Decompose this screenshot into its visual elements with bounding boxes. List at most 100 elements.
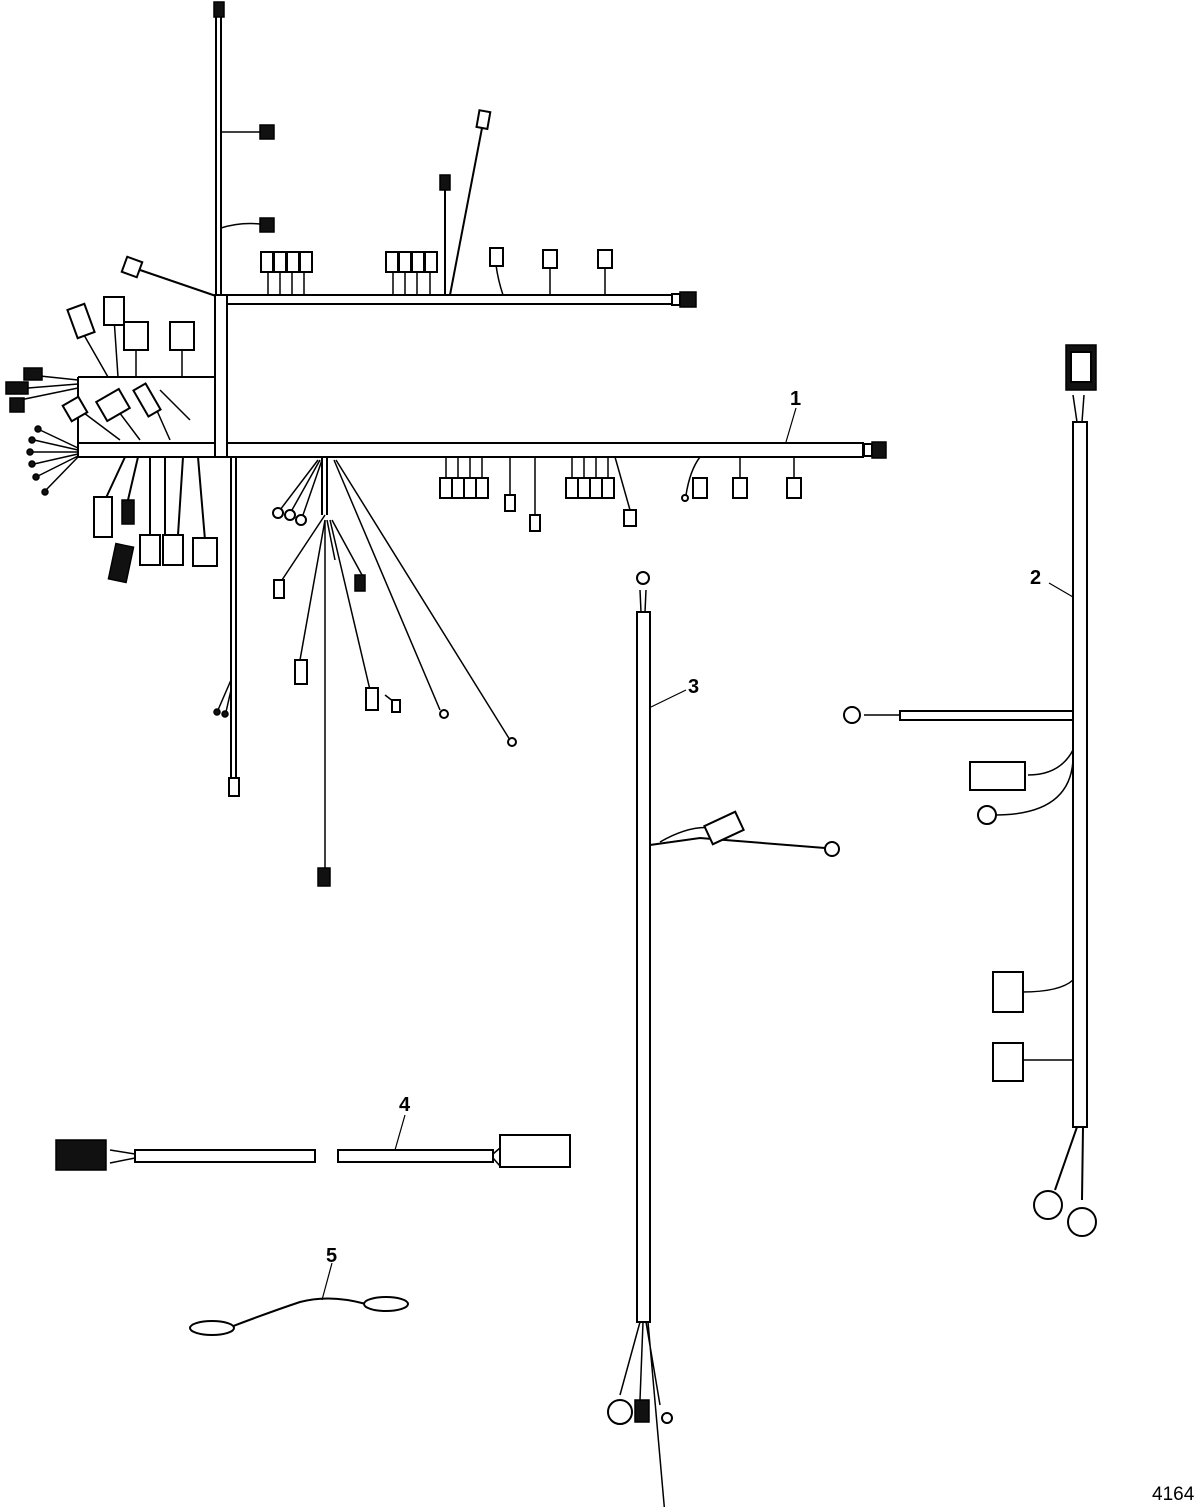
- harness-1-far-left-connector-3: [9, 397, 25, 413]
- harness-1-lower-drop-connector-3: [139, 534, 161, 566]
- harness-2-square-connector-1: [992, 971, 1024, 1013]
- callout-4-leader: [394, 1114, 406, 1151]
- harness-2-ring-terminal-1: [843, 706, 861, 724]
- harness-1-top-tap-2: [220, 222, 261, 229]
- harness-1-top-lead-connector: [213, 1, 225, 18]
- harness-1-upper-drop-1: [495, 264, 504, 296]
- harness-3-main-sheath: [636, 611, 651, 1323]
- harness-1-spine: [214, 294, 228, 458]
- harness-2-tap-lead-2: [994, 759, 1074, 816]
- harness-2-ring-terminal-2: [977, 805, 997, 825]
- callout-3-leader: [650, 689, 687, 708]
- harness-1-main-trunk: [77, 442, 864, 458]
- callout-5: 5: [326, 1245, 337, 1267]
- harness-2-top-leads: [1072, 394, 1085, 423]
- harness-3-top-ring: [636, 571, 650, 585]
- harness-4-right-leads: [492, 1147, 501, 1167]
- harness-1-inner-loop-connector-3: [132, 382, 162, 418]
- harness-1-central-fan: [272, 457, 517, 887]
- harness-1-lower-drop-connector-6: [107, 542, 135, 584]
- harness-3-bottom-ring-1: [607, 1399, 633, 1425]
- harness-1-angled-lead: [139, 269, 217, 297]
- callout-2: 2: [1030, 567, 1041, 589]
- harness-1-tall-lead-b: [449, 127, 483, 296]
- harness-4-right-segment: [337, 1149, 494, 1163]
- harness-1-trunk-end-connector: [863, 443, 873, 457]
- harness-1-top-tap-1-connector: [259, 124, 275, 140]
- harness-1-left-cluster-connector-3: [123, 321, 149, 351]
- harness-2-main-sheath: [1072, 421, 1088, 1128]
- harness-1-inner-loop-connector-2: [94, 387, 132, 423]
- harness-3-side-connector: [703, 810, 745, 846]
- harness-2-bottom-ring-1: [1033, 1190, 1063, 1220]
- harness-1-left-vertical-drop: [230, 457, 237, 778]
- harness-1-upper-branch-plug: [679, 291, 697, 308]
- harness-2: [843, 344, 1097, 1237]
- harness-3-bottom-connector: [634, 1399, 650, 1423]
- harness-1-lower-right-drops: [439, 456, 802, 532]
- harness-1-left-cluster-connector-1: [66, 302, 96, 340]
- harness-1-angled-lead-connector: [120, 255, 144, 279]
- harness-1: [5, 1, 887, 887]
- harness-3-bottom-ring-2: [661, 1412, 673, 1424]
- harness-5-left-terminal: [189, 1320, 235, 1336]
- harness-2-square-connector-2: [992, 1042, 1024, 1082]
- harness-1-left-cluster-connector-2: [103, 296, 125, 326]
- harness-1-left-cluster-leads: [83, 317, 183, 378]
- harness-3-side-ring: [824, 841, 840, 857]
- harness-1-left-vertical-taps: [217, 679, 232, 713]
- callout-4: 4: [399, 1094, 411, 1116]
- harness-1-upper-drop-1-connector: [489, 247, 504, 267]
- callout-5-leader: [321, 1262, 333, 1301]
- callout-1: 1: [790, 388, 801, 410]
- harness-3: [607, 571, 840, 1512]
- harness-1-top-tap-2-connector: [259, 217, 275, 233]
- harness-1-lower-drop-connector-1: [93, 496, 113, 538]
- harness-2-tap-connector: [969, 761, 1026, 791]
- harness-3-side-branch: [649, 836, 826, 849]
- harness-1-upper-drop-2-connector: [542, 249, 558, 269]
- harness-4: [55, 1134, 571, 1171]
- figure-number: 4164: [1152, 1484, 1195, 1505]
- harness-1-upper-drop-3-connector: [597, 249, 613, 269]
- harness-1-far-left-connector-2: [5, 381, 29, 395]
- harness-1-upper-branch-connector: [671, 293, 681, 306]
- callout-3: 3: [688, 676, 699, 698]
- harness-1-top-lead: [215, 16, 222, 295]
- harness-1-left-vertical-drop-connector: [228, 777, 240, 797]
- harness-4-left-segment: [134, 1149, 316, 1163]
- harness-1-far-left-fan: [26, 425, 79, 496]
- harness-2-bottom-leads: [1054, 1126, 1084, 1201]
- harness-1-lower-drop-connector-5: [192, 537, 218, 567]
- harness-2-bottom-ring-2: [1067, 1207, 1097, 1237]
- harness-1-tall-lead-b-connector: [475, 109, 492, 131]
- harness-1-upper-connector-group-b: [385, 251, 438, 295]
- harness-5-right-terminal: [363, 1296, 409, 1312]
- harness-4-left-leads: [109, 1149, 136, 1164]
- harness-1-left-cluster-connector-4: [169, 321, 195, 351]
- harness-2-tap-lead-1: [1027, 749, 1074, 776]
- harness-1-upper-connector-group-a: [260, 251, 313, 295]
- harness-5: [189, 1296, 409, 1336]
- harness-1-inner-loop-leads: [79, 389, 191, 441]
- harness-1-lower-left-drops: [93, 456, 218, 584]
- callout-2-leader: [1048, 582, 1074, 598]
- harness-2-top-connector-face: [1070, 351, 1092, 383]
- harness-1-tall-lead-a-connector: [439, 174, 451, 191]
- harness-1-upper-branch: [221, 294, 673, 305]
- harness-5-lead: [227, 1297, 367, 1329]
- harness-1-far-left-connector-1: [23, 367, 43, 381]
- harness-1-far-left-leads: [19, 375, 79, 401]
- harness-1-inner-loop-connector-1: [61, 395, 89, 423]
- harness-1-trunk-end-plug: [871, 441, 887, 459]
- harness-1-lower-drop-connector-4: [162, 534, 184, 566]
- harness-4-right-connector: [499, 1134, 571, 1168]
- harness-4-left-connector: [55, 1139, 107, 1171]
- harness-2-ring-branch: [899, 710, 1074, 721]
- harness-1-lower-drop-connector-2: [121, 499, 135, 525]
- callout-1-leader: [785, 407, 797, 443]
- harness-2-square-lead-1: [1021, 979, 1074, 993]
- harness-3-top-leads: [639, 589, 647, 613]
